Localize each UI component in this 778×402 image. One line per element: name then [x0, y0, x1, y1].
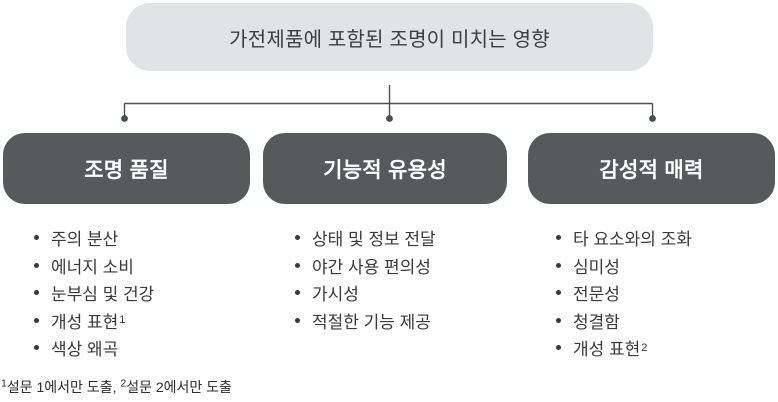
list-item-text: 눈부심 및 건강 [51, 285, 155, 305]
list-item: 개성 표현 1 [34, 307, 154, 335]
bullet-icon [556, 262, 561, 268]
branch-heading: 감성적 매력 [599, 158, 704, 182]
bullet-icon [34, 262, 39, 268]
list-item-text: 심미성 [573, 257, 620, 277]
list-item: 가시성 [295, 279, 436, 307]
list-item: 눈부심 및 건강 [34, 279, 154, 307]
list-item-text: 개성 표현 [51, 312, 119, 332]
branch-list-functional-usefulness: 상태 및 정보 전달 야간 사용 편의성 가시성 적절한 기능 제공 [295, 224, 436, 334]
list-item-text: 색상 왜곡 [51, 340, 119, 360]
footnote-marker-1: 1 [1, 377, 7, 390]
list-item-text: 야간 사용 편의성 [312, 257, 431, 277]
bullet-icon [34, 290, 39, 296]
list-item-text: 적절한 기능 제공 [312, 312, 431, 332]
bullet-icon [556, 235, 561, 241]
list-item: 심미성 [556, 252, 692, 280]
bullet-icon [34, 345, 39, 351]
branch-list-lighting-quality: 주의 분산 에너지 소비 눈부심 및 건강 개성 표현 1 색상 왜곡 [34, 224, 154, 362]
list-item: 타 요소와의 조화 [556, 224, 692, 252]
list-item-text: 에너지 소비 [51, 257, 134, 277]
list-item-text: 상태 및 정보 전달 [312, 230, 436, 250]
list-item: 에너지 소비 [34, 252, 154, 280]
list-item-text: 청결함 [573, 312, 620, 332]
list-item: 전문성 [556, 279, 692, 307]
bullet-icon [556, 290, 561, 296]
branch-heading: 조명 품질 [84, 158, 169, 182]
list-item: 상태 및 정보 전달 [295, 224, 436, 252]
root-node-title: 가전제품에 포함된 조명이 미치는 영향 [229, 28, 550, 51]
bullet-icon [295, 317, 300, 323]
branch-box-lighting-quality: 조명 품질 [3, 133, 250, 204]
branch-box-emotional-appeal: 감성적 매력 [528, 133, 775, 204]
footnote-text-1: 설문 1에서만 도출, [6, 379, 121, 395]
branch-box-functional-usefulness: 기능적 유용성 [263, 133, 507, 204]
list-item-text: 주의 분산 [51, 230, 119, 250]
list-item-text: 타 요소와의 조화 [573, 230, 692, 250]
connector-lines [123, 85, 654, 116]
connector-endpoint-dots [121, 115, 656, 122]
bullet-icon [295, 290, 300, 296]
list-item: 적절한 기능 제공 [295, 307, 436, 335]
list-item-text: 가시성 [312, 285, 359, 305]
footnote: 1설문 1에서만 도출, 2설문 2에서만 도출 [1, 377, 232, 397]
bullet-icon [556, 345, 561, 351]
list-item: 색상 왜곡 [34, 334, 154, 362]
root-node-box: 가전제품에 포함된 조명이 미치는 영향 [126, 3, 653, 71]
bullet-icon [556, 317, 561, 323]
bullet-icon [34, 235, 39, 241]
list-item: 청결함 [556, 307, 692, 335]
list-item: 야간 사용 편의성 [295, 252, 436, 280]
list-item-text: 전문성 [573, 285, 620, 305]
list-item: 개성 표현 2 [556, 334, 692, 362]
list-item: 주의 분산 [34, 224, 154, 252]
branch-list-emotional-appeal: 타 요소와의 조화 심미성 전문성 청결함 개성 표현 2 [556, 224, 692, 362]
footnote-marker-2: 2 [120, 377, 127, 390]
footnote-text-2: 설문 2에서만 도출 [126, 379, 232, 395]
list-item-text: 개성 표현 [573, 340, 641, 360]
branch-heading: 기능적 유용성 [323, 158, 447, 182]
bullet-icon [295, 262, 300, 268]
bullet-icon [295, 235, 300, 241]
bullet-icon [34, 317, 39, 323]
